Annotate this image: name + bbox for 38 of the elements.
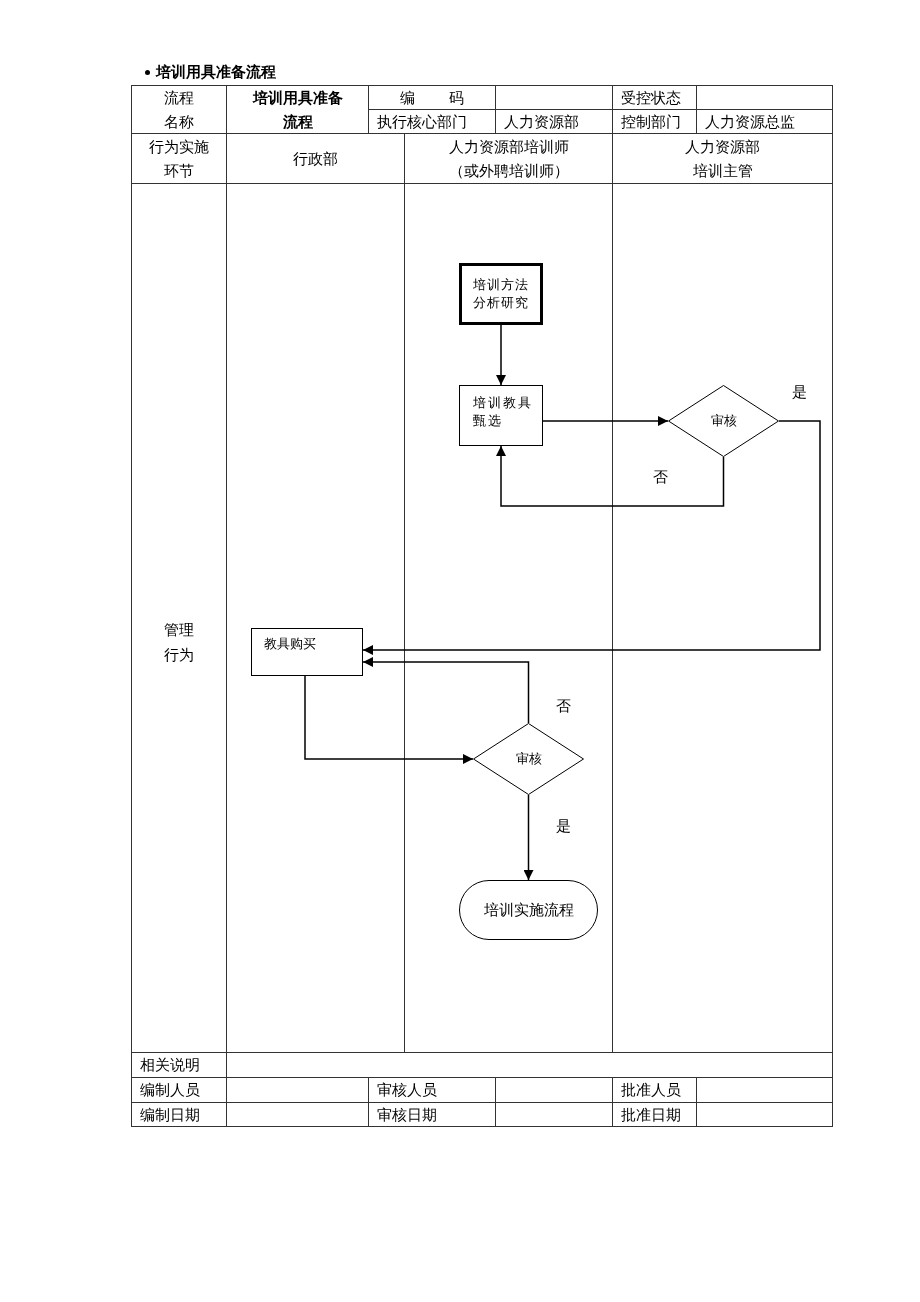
arrow [362, 657, 530, 724]
lane-header: 人力资源部培训主管 [684, 137, 761, 181]
field-label: 审核人员 [377, 1081, 437, 1100]
arrow [362, 420, 821, 655]
process-box: 培训方法分析研究 [459, 263, 543, 325]
title: 培训用具准备流程 [156, 62, 276, 82]
arrow [542, 416, 669, 426]
field-label: 编码 [400, 88, 464, 108]
field-label: 编制人员 [140, 1081, 200, 1100]
process-box: 培训教具甄选 [459, 385, 543, 446]
decision-diamond: 审核 [668, 385, 779, 457]
edge-label: 否 [650, 468, 670, 486]
field-value: 人力资源总监 [705, 112, 795, 132]
decision-diamond: 审核 [473, 723, 584, 795]
field-value: 人力资源部 [504, 112, 579, 132]
edge-label: 是 [789, 383, 809, 401]
row-header: 管理行为 [163, 621, 195, 665]
edge-label: 否 [553, 697, 573, 715]
field-label: 相关说明 [140, 1056, 200, 1075]
arrow [523, 794, 534, 881]
field-label: 控制部门 [621, 112, 681, 132]
field-label: 流程名称 [163, 88, 195, 132]
edge-label: 是 [553, 817, 573, 835]
field-label: 编制日期 [140, 1105, 200, 1125]
lane-header: 行政部 [293, 149, 338, 169]
arrow [304, 675, 474, 764]
field-label: 批准人员 [621, 1081, 681, 1100]
field-label: 执行核心部门 [377, 112, 467, 132]
lane-header: 人力资源部培训师（或外聘培训师） [447, 137, 570, 181]
arrow [496, 445, 725, 507]
field-label: 受控状态 [621, 88, 681, 108]
terminator-shape: 培训实施流程 [459, 880, 598, 940]
field-label: 审核日期 [377, 1105, 437, 1125]
field-label: 批准日期 [621, 1105, 681, 1125]
field-value: 培训用具准备流程 [251, 87, 344, 132]
row-header: 行为实施环节 [148, 137, 210, 181]
process-box: 教具购买 [251, 628, 363, 676]
arrow [496, 324, 506, 386]
